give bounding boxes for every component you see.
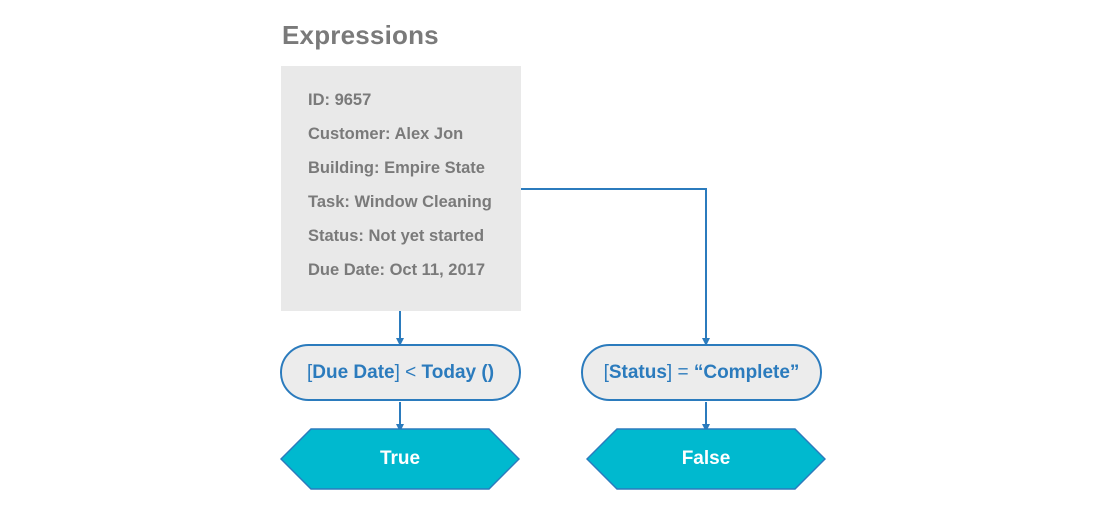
due-date-expression-field: Due Date	[312, 361, 395, 383]
due-date-expression-value: Today ()	[421, 361, 495, 383]
record-status: Status: Not yet started	[308, 227, 485, 245]
due-date-expression-operator: <	[399, 361, 422, 383]
due-date-expression: [Due Date] < Today ()	[280, 344, 521, 401]
record-customer: Customer: Alex Jon	[308, 125, 464, 143]
due-date-expression-open-bracket: [	[306, 361, 313, 383]
true-result-shape	[280, 428, 520, 490]
status-expression-operator: =	[672, 361, 694, 383]
status-expression-open-bracket: [	[603, 361, 609, 383]
record-card: ID: 9657 Customer: Alex Jon Building: Em…	[281, 66, 521, 311]
false-result-node: False	[586, 428, 826, 490]
record-id: ID: 9657	[308, 91, 372, 109]
status-expression: [Status] = “Complete”	[581, 344, 822, 401]
record-task: Task: Window Cleaning	[308, 193, 492, 211]
due-date-expression-close-bracket: ]	[394, 361, 400, 383]
connector-card-to-right-expression	[521, 188, 710, 346]
status-expression-field: Status	[608, 361, 667, 383]
false-result-label: False	[681, 448, 731, 469]
status-expression-value: “Complete”	[693, 361, 800, 383]
record-building: Building: Empire State	[308, 159, 485, 177]
status-expression-close-bracket: ]	[666, 361, 673, 383]
record-due-date: Due Date: Oct 11, 2017	[308, 261, 486, 279]
true-result-label: True	[379, 448, 421, 469]
true-result-node: True	[280, 428, 520, 490]
diagram-title: Expressions	[282, 20, 439, 50]
false-result-shape	[586, 428, 826, 490]
